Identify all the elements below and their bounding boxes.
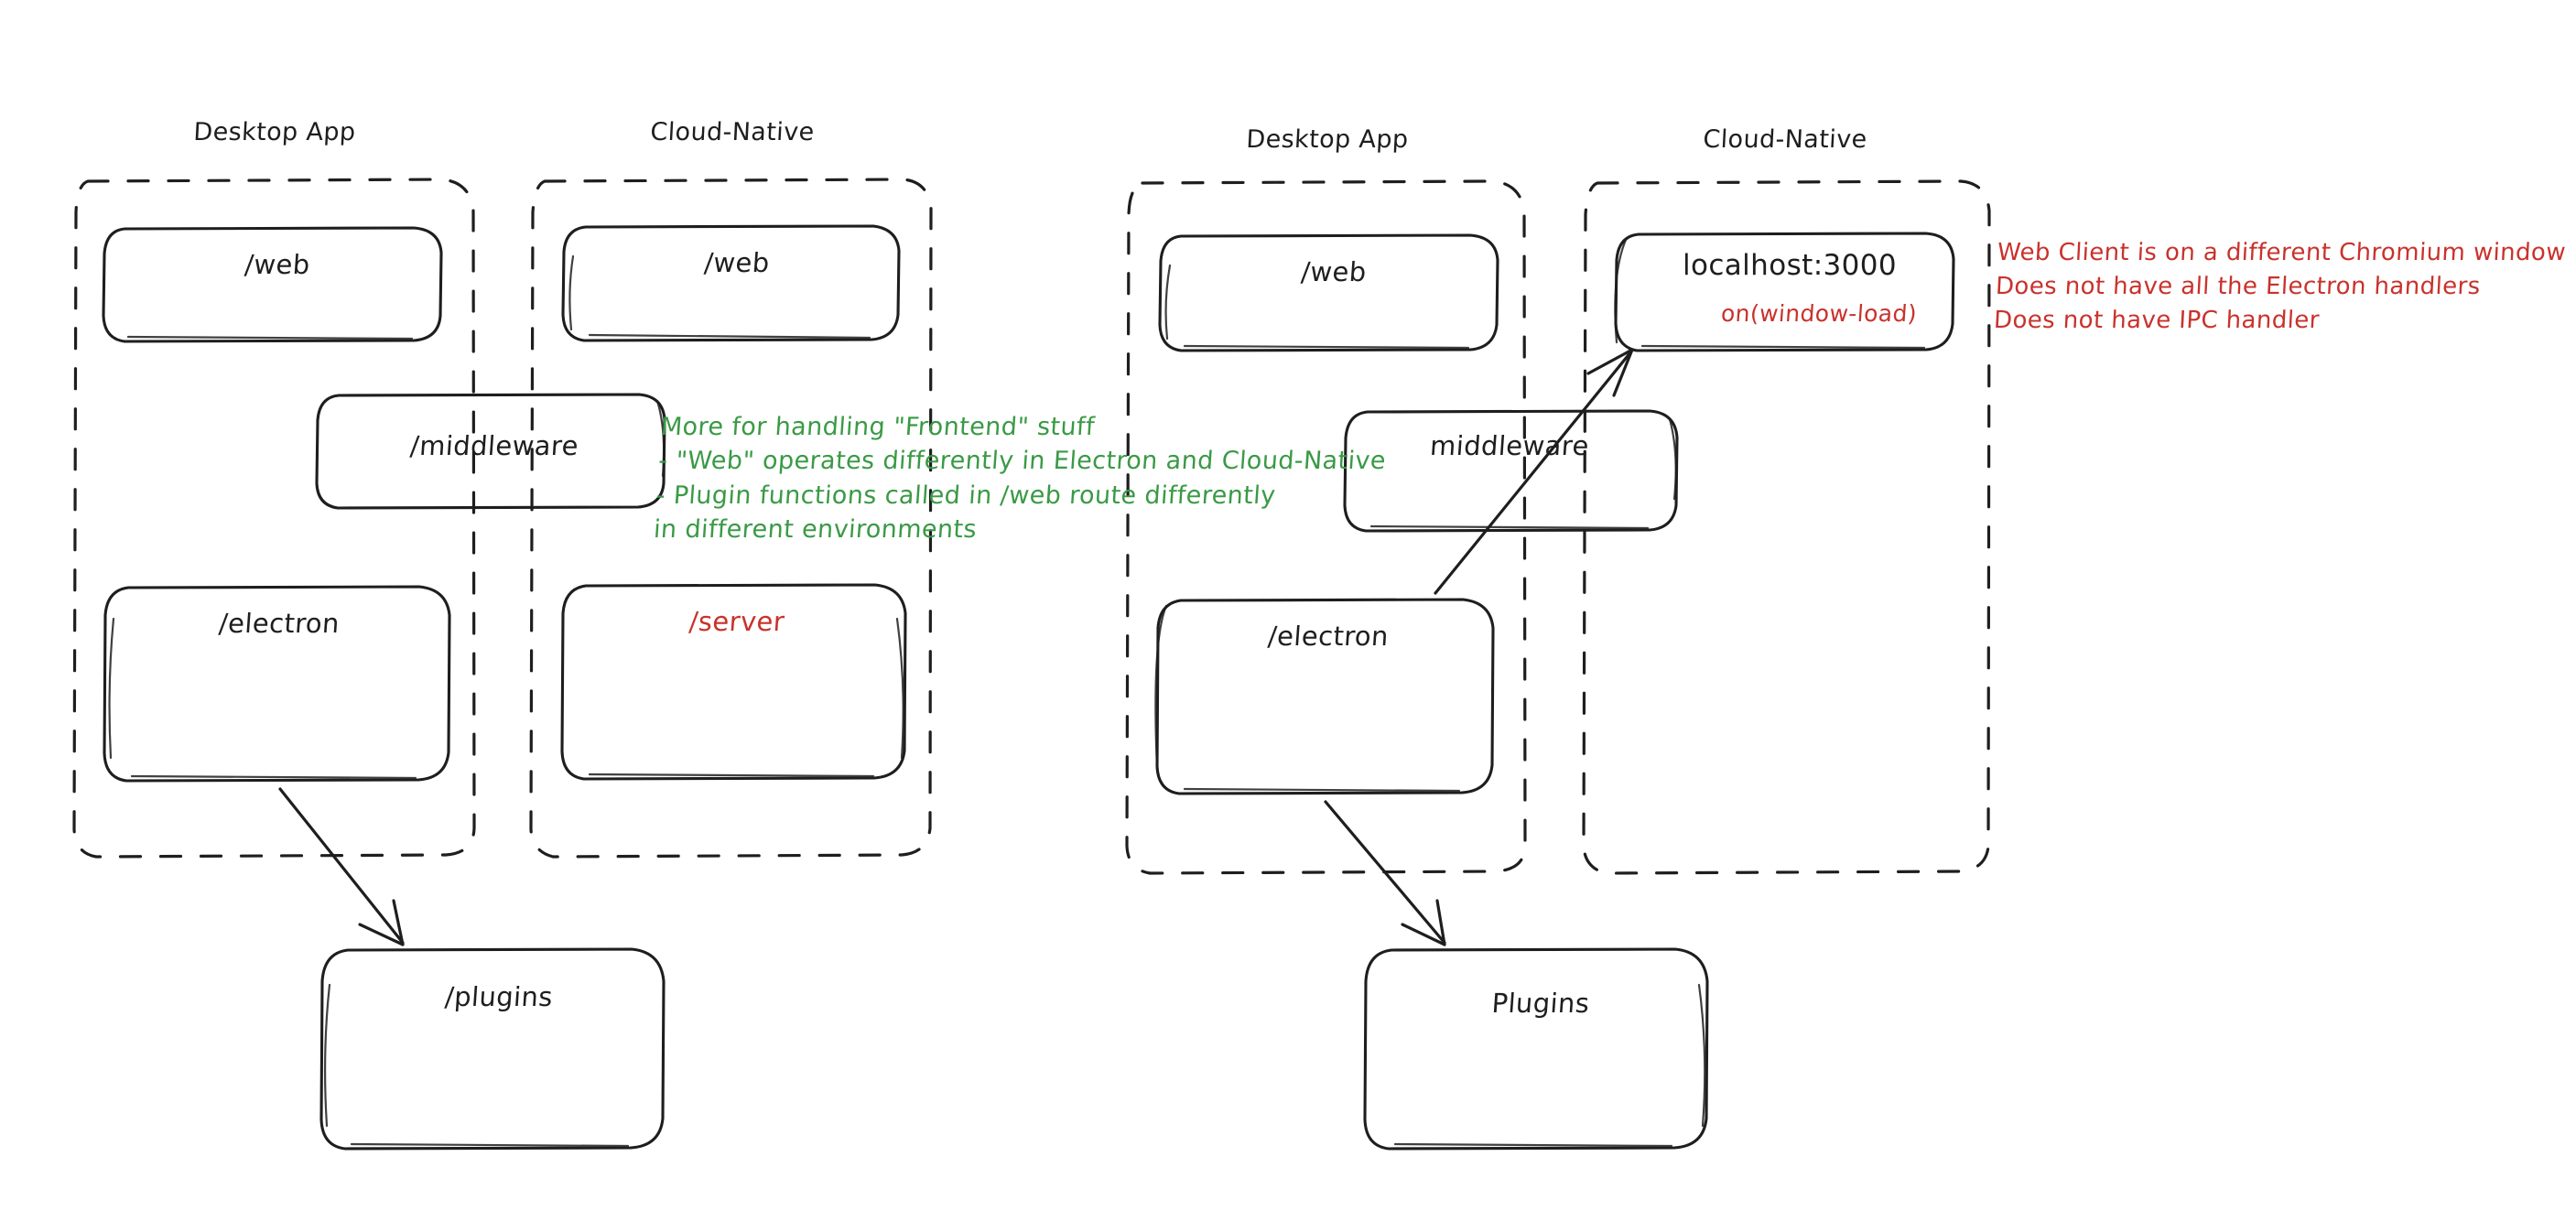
group-cloud-native-left bbox=[529, 178, 933, 859]
box-plugins-left bbox=[319, 947, 666, 1151]
box-web-left bbox=[102, 226, 443, 343]
group-label-desktop-app-right: Desktop App bbox=[1245, 125, 1410, 154]
box-web-right bbox=[1158, 233, 1499, 352]
group-label-cloud-native-left: Cloud-Native bbox=[649, 118, 816, 146]
arrow-electron-to-plugins-right bbox=[1324, 800, 1446, 946]
box-server-left bbox=[560, 583, 907, 781]
group-label-cloud-native-right: Cloud-Native bbox=[1702, 125, 1868, 154]
group-label-desktop-app-left: Desktop App bbox=[192, 118, 357, 146]
box-web-left-cloud bbox=[561, 224, 901, 342]
box-label-plugins-left: /plugins bbox=[443, 981, 555, 1012]
box-label-web-right: /web bbox=[1300, 256, 1368, 287]
box-electron-right bbox=[1154, 598, 1495, 795]
note-frontend-green: More for handling "Frontend" stuff - "We… bbox=[653, 413, 1387, 544]
box-label-electron-left: /electron bbox=[217, 608, 341, 639]
box-label-server-left: /server bbox=[687, 606, 786, 637]
arrow-electron-to-plugins-left bbox=[278, 787, 405, 946]
box-label-web-left: /web bbox=[244, 249, 311, 280]
box-localhost-3000 bbox=[1614, 232, 1955, 352]
box-label-electron-right: /electron bbox=[1266, 621, 1391, 652]
note-web-client-red: Web Client is on a different Chromium wi… bbox=[1993, 239, 2567, 334]
group-desktop-app-right bbox=[1125, 179, 1527, 875]
box-label-plugins-right: Plugins bbox=[1490, 988, 1591, 1019]
group-desktop-app-left bbox=[72, 178, 476, 859]
box-label-middleware-right: middleware bbox=[1428, 430, 1591, 461]
box-middleware-right bbox=[1343, 409, 1679, 533]
box-label-web-left-cloud: /web bbox=[703, 247, 771, 278]
box-plugins-right bbox=[1363, 947, 1709, 1151]
box-label-localhost-3000: localhost:3000 bbox=[1682, 249, 1898, 282]
box-electron-left bbox=[103, 585, 451, 783]
arrow-electron-to-localhost bbox=[1434, 348, 1634, 595]
box-sublabel-on-window-load: on(window-load) bbox=[1720, 300, 1919, 327]
box-label-middleware-left: /middleware bbox=[408, 430, 580, 461]
box-middleware-left bbox=[315, 393, 666, 510]
